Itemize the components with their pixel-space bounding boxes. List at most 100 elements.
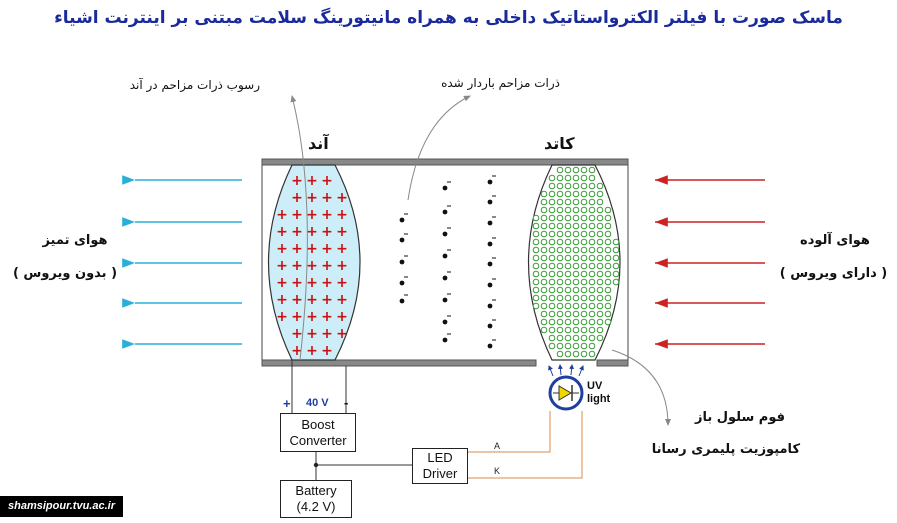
plus-sign: + bbox=[321, 173, 333, 189]
foam-dot bbox=[572, 334, 580, 342]
foam-dot bbox=[588, 262, 596, 270]
plus-sign: + bbox=[291, 241, 303, 257]
battery-line1: Battery bbox=[295, 483, 337, 498]
foam-dot bbox=[596, 198, 604, 206]
foam-dot bbox=[596, 214, 604, 222]
led-wires bbox=[468, 411, 583, 479]
foam-dot bbox=[540, 230, 548, 238]
foam-dot bbox=[540, 206, 548, 214]
foam-dot bbox=[572, 222, 580, 230]
polluted-air-arrows bbox=[655, 175, 765, 349]
foam-dot bbox=[548, 270, 556, 278]
foam-dot bbox=[572, 166, 580, 174]
foam-dot bbox=[596, 270, 604, 278]
foam-dot bbox=[540, 222, 548, 230]
uv-light-label: UV light bbox=[587, 380, 610, 406]
foam-dot bbox=[596, 254, 604, 262]
foam-dot bbox=[548, 198, 556, 206]
foam-dot bbox=[564, 302, 572, 310]
foam-dot bbox=[588, 166, 596, 174]
foam-dot bbox=[540, 254, 548, 262]
negative-terminal: - bbox=[344, 395, 349, 410]
foam-dot bbox=[588, 230, 596, 238]
foam-dot bbox=[580, 254, 588, 262]
foam-dot bbox=[556, 278, 564, 286]
foam-dot bbox=[548, 254, 556, 262]
charged-particle bbox=[487, 282, 493, 288]
foam-dot bbox=[564, 166, 572, 174]
foam-dot bbox=[540, 286, 548, 294]
foam-dot bbox=[548, 262, 556, 270]
foam-dot bbox=[580, 206, 588, 214]
plus-sign: + bbox=[276, 241, 288, 257]
foam-dot bbox=[596, 326, 604, 334]
foam-dot bbox=[532, 246, 540, 254]
charged-particle bbox=[442, 297, 448, 303]
charged-particle bbox=[487, 179, 493, 185]
charged-particles-label: ذرات مزاحم باردار شده bbox=[441, 76, 560, 90]
foam-dot bbox=[572, 238, 580, 246]
foam-dot bbox=[588, 198, 596, 206]
anode-callout-curve bbox=[290, 95, 308, 361]
foam-dot bbox=[540, 238, 548, 246]
clean-air-arrows bbox=[122, 175, 242, 349]
foam-dot bbox=[556, 286, 564, 294]
polluted-air-sublabel: ( دارای ویروس ) bbox=[779, 266, 888, 281]
foam-dot bbox=[540, 246, 548, 254]
foam-dot bbox=[572, 174, 580, 182]
foam-dot bbox=[548, 206, 556, 214]
foam-dot bbox=[564, 246, 572, 254]
foam-dot bbox=[572, 326, 580, 334]
foam-dot bbox=[548, 238, 556, 246]
foam-dot bbox=[604, 270, 612, 278]
foam-dot bbox=[540, 190, 548, 198]
battery-line2: (4.2 V) bbox=[296, 499, 336, 514]
foam-dot bbox=[564, 254, 572, 262]
foam-dot bbox=[540, 326, 548, 334]
foam-dot bbox=[580, 166, 588, 174]
plus-sign: + bbox=[336, 190, 348, 206]
foam-dot bbox=[532, 254, 540, 262]
foam-dot bbox=[588, 310, 596, 318]
foam-dot bbox=[548, 222, 556, 230]
foam-dot bbox=[588, 174, 596, 182]
foam-dot bbox=[564, 326, 572, 334]
foam-dot bbox=[548, 310, 556, 318]
foam-dot bbox=[596, 182, 604, 190]
foam-dot bbox=[532, 238, 540, 246]
foam-dot bbox=[532, 278, 540, 286]
foam-dot bbox=[564, 318, 572, 326]
foam-dot bbox=[556, 222, 564, 230]
foam-dot bbox=[588, 334, 596, 342]
plus-sign: + bbox=[336, 326, 348, 342]
plus-sign: + bbox=[306, 343, 318, 359]
foam-dot bbox=[604, 238, 612, 246]
foam-dot bbox=[564, 342, 572, 350]
foam-dot bbox=[532, 294, 540, 302]
pin-a-label: A bbox=[494, 441, 501, 451]
anode-deposition-label: رسوب ذرات مزاحم در آند bbox=[129, 78, 260, 92]
charged-particle bbox=[442, 319, 448, 325]
foam-dot bbox=[572, 302, 580, 310]
plus-sign: + bbox=[321, 309, 333, 325]
foam-dot bbox=[564, 294, 572, 302]
foam-dot bbox=[548, 302, 556, 310]
charged-particle bbox=[487, 241, 493, 247]
foam-dot bbox=[564, 286, 572, 294]
foam-dot bbox=[548, 294, 556, 302]
foam-dot bbox=[556, 342, 564, 350]
plus-sign: + bbox=[321, 258, 333, 274]
plus-sign: + bbox=[291, 207, 303, 223]
foam-dot bbox=[572, 246, 580, 254]
charged-particle bbox=[487, 303, 493, 309]
plus-sign: + bbox=[291, 173, 303, 189]
foam-dot bbox=[580, 278, 588, 286]
foam-dot bbox=[604, 302, 612, 310]
foam-dot bbox=[580, 270, 588, 278]
foam-dot bbox=[556, 246, 564, 254]
charged-particle bbox=[442, 209, 448, 215]
foam-dot bbox=[564, 238, 572, 246]
foam-dot bbox=[532, 230, 540, 238]
foam-dot bbox=[548, 326, 556, 334]
